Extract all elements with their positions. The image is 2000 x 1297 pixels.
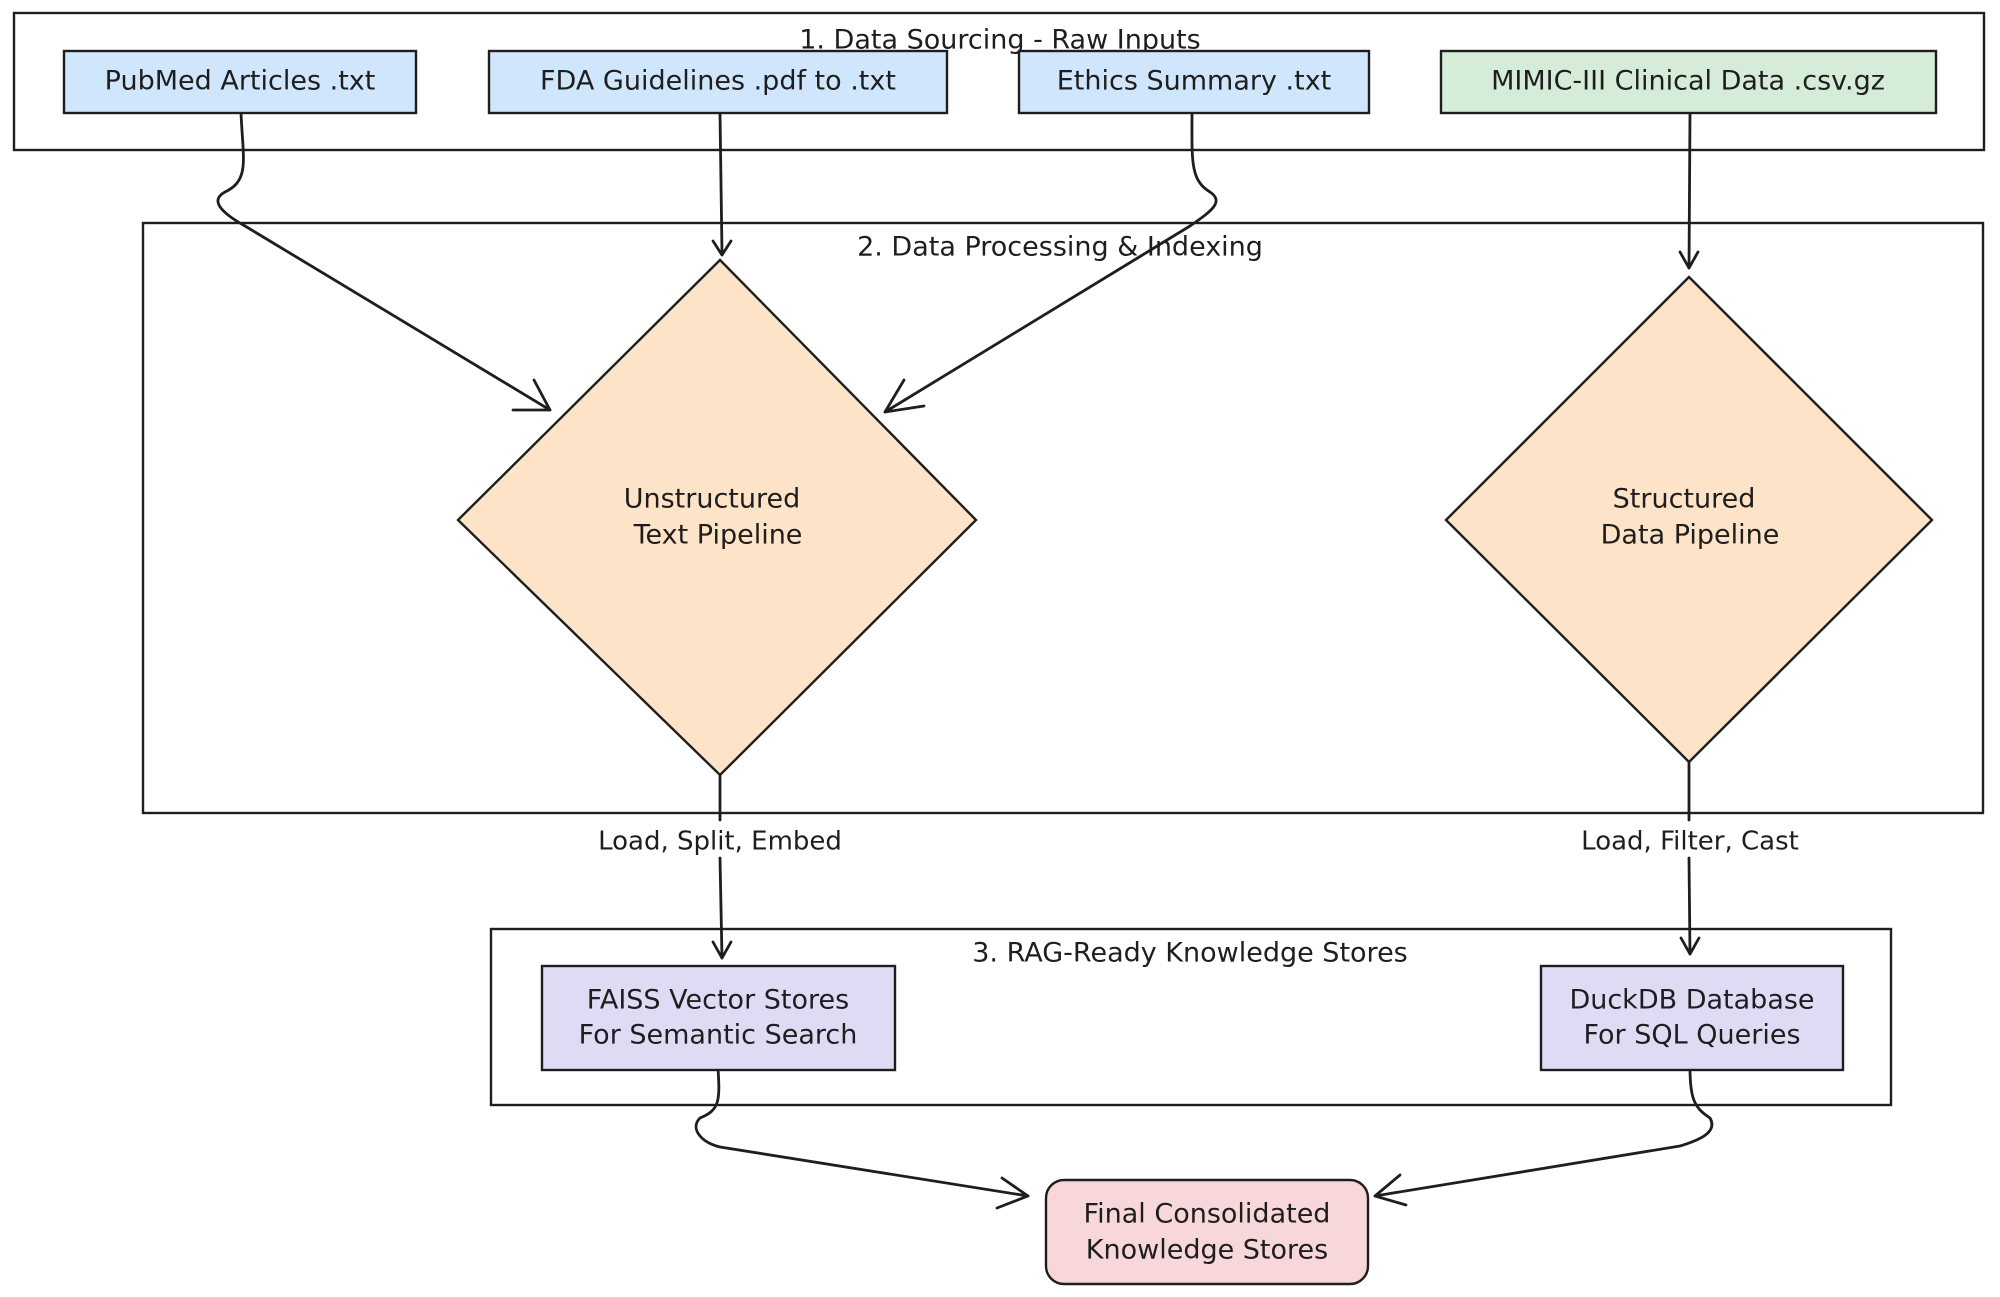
edge-mimic-to-structured <box>1687 111 1692 270</box>
edge-structured-to-duckdb-lower <box>1687 856 1692 956</box>
edge-ethics-to-unstructured <box>883 111 1218 414</box>
unstructured-pipeline-label-line2: Text Pipeline <box>633 520 803 551</box>
structured-pipeline-label-line2: Data Pipeline <box>1601 520 1780 551</box>
arrowhead-duckdb-top <box>1679 936 1701 956</box>
unstructured-pipeline-label-line1: Unstructured <box>624 484 801 515</box>
source-pubmed-box <box>62 49 418 115</box>
edges <box>216 111 1714 1210</box>
unstructured-pipeline-node: Unstructured Text Pipeline <box>456 258 978 777</box>
edge-fda-to-unstructured <box>718 111 724 255</box>
source-fda-node: FDA Guidelines .pdf to .txt <box>487 49 949 115</box>
edge-pubmed-to-unstructured <box>216 111 552 412</box>
structured-pipeline-label-line1: Structured <box>1613 484 1756 515</box>
edge-duckdb-to-final <box>1373 1066 1714 1198</box>
final-knowledge-stores-label-line1: Final Consolidated <box>1084 1199 1331 1230</box>
source-ethics-box <box>1017 49 1371 115</box>
edge-faiss-to-final <box>694 1066 1030 1198</box>
arrowhead-final-right <box>1373 1173 1408 1207</box>
faiss-store-label-line2: For Semantic Search <box>579 1020 858 1051</box>
section-stores-title: 3. RAG-Ready Knowledge Stores <box>972 938 1408 969</box>
edge-label-load-filter-cast: Load, Filter, Cast <box>1581 827 1799 857</box>
arrowhead-structured-top <box>1678 250 1700 270</box>
structured-pipeline-node: Structured Data Pipeline <box>1444 275 1934 764</box>
duckdb-store-box <box>1539 964 1845 1072</box>
duckdb-store-label-line2: For SQL Queries <box>1583 1020 1800 1051</box>
faiss-store-node: FAISS Vector Stores For Semantic Search <box>540 964 897 1072</box>
faiss-store-label-line1: FAISS Vector Stores <box>587 985 849 1016</box>
section-processing-frame <box>141 221 1985 815</box>
final-knowledge-stores-label-line2: Knowledge Stores <box>1086 1235 1328 1266</box>
source-mimic-box <box>1439 49 1938 115</box>
section-stores-frame <box>489 927 1893 1107</box>
arrowhead-unstructured-left <box>511 378 552 412</box>
source-fda-label: FDA Guidelines .pdf to .txt <box>540 66 896 97</box>
edge-unstructured-to-faiss-lower <box>718 856 724 960</box>
source-mimic-node: MIMIC-III Clinical Data .csv.gz <box>1439 49 1938 115</box>
section-sourcing-frame <box>12 11 1986 152</box>
source-ethics-label: Ethics Summary .txt <box>1057 66 1332 97</box>
faiss-store-box <box>540 964 897 1072</box>
section-processing-title: 2. Data Processing & Indexing <box>857 232 1263 263</box>
arrowhead-unstructured-top <box>711 239 733 257</box>
source-pubmed-label: PubMed Articles .txt <box>105 66 376 97</box>
duckdb-store-label-line1: DuckDB Database <box>1569 985 1814 1016</box>
arrowhead-final-left <box>995 1176 1030 1210</box>
source-pubmed-node: PubMed Articles .txt <box>62 49 418 115</box>
unstructured-pipeline-diamond <box>456 258 978 777</box>
structured-pipeline-diamond <box>1444 275 1934 764</box>
final-knowledge-stores-node: Final Consolidated Knowledge Stores <box>1044 1178 1370 1286</box>
arrowhead-unstructured-right <box>883 378 926 414</box>
source-mimic-label: MIMIC-III Clinical Data .csv.gz <box>1491 66 1885 97</box>
final-knowledge-stores-box <box>1044 1178 1370 1286</box>
source-ethics-node: Ethics Summary .txt <box>1017 49 1371 115</box>
arrowhead-faiss-top <box>711 940 733 960</box>
duckdb-store-node: DuckDB Database For SQL Queries <box>1539 964 1845 1072</box>
edge-label-load-split-embed: Load, Split, Embed <box>598 827 842 857</box>
source-fda-box <box>487 49 949 115</box>
